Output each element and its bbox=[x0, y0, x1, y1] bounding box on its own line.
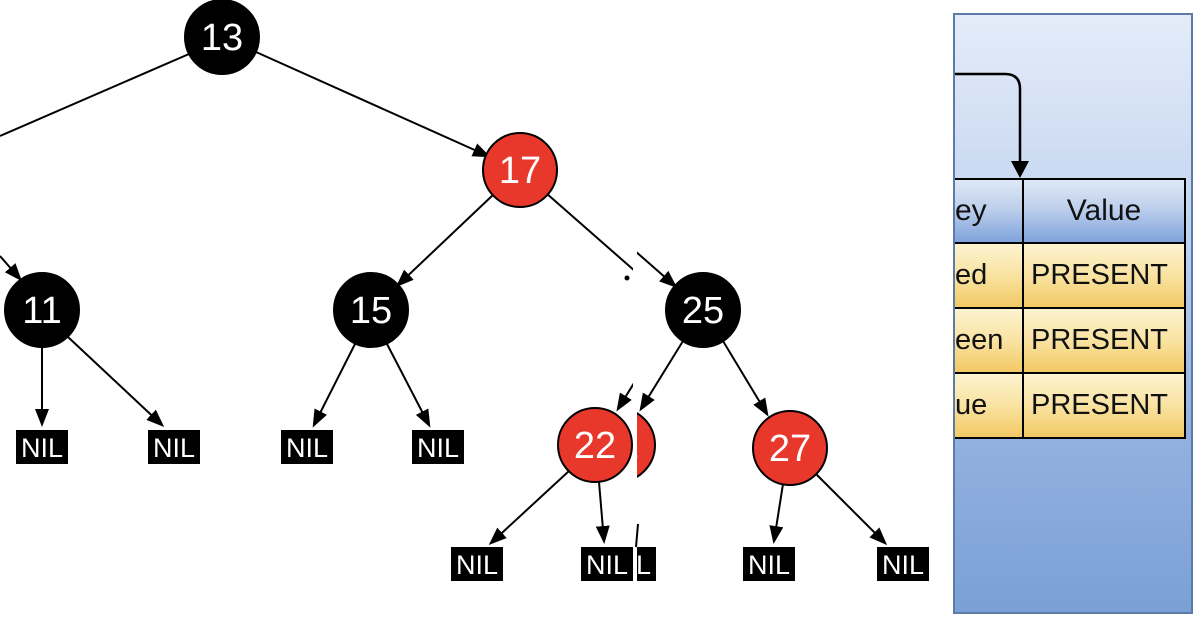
nil-22-r-label-dup: NIL bbox=[609, 550, 651, 580]
node-11-label: 11 bbox=[22, 290, 61, 332]
table-cell-key-red: ed bbox=[955, 242, 1022, 307]
red-black-tree-diagram: 13171115252227NILNILNILNILNILNILNILNIL13… bbox=[0, 0, 929, 581]
connector-arrowhead-icon bbox=[1011, 161, 1029, 178]
table-cell-key-blue: ue bbox=[955, 372, 1022, 437]
nil-27-l-dup bbox=[743, 547, 795, 581]
edge-offscreen-11 bbox=[0, 255, 22, 282]
hash-table-panel: ey Value ed PRESENT een PRESENT ue PRESE… bbox=[953, 13, 1193, 614]
nil-22-l bbox=[451, 547, 503, 581]
seam-artifact-line bbox=[635, 523, 639, 548]
edge-27-nil-r-dup bbox=[815, 473, 888, 546]
nil-11-l-label: NIL bbox=[21, 433, 63, 463]
edge-15-nil-r bbox=[386, 343, 431, 428]
node-15 bbox=[333, 272, 409, 348]
nil-15-l bbox=[281, 430, 333, 464]
edge-22-nil-l-dup bbox=[514, 471, 592, 543]
node-22 bbox=[557, 407, 633, 483]
nil-15-r-label: NIL bbox=[417, 433, 459, 463]
table-header-key: ey bbox=[955, 180, 1022, 242]
edge-25-22-dup bbox=[639, 340, 684, 412]
nil-15-r bbox=[412, 430, 464, 464]
table-cell-value-red: PRESENT bbox=[1022, 242, 1184, 307]
node-13-label: 13 bbox=[201, 17, 243, 59]
nil-22-r-label: NIL bbox=[586, 550, 628, 580]
edge-17-25-dup bbox=[637, 251, 678, 288]
node-17-label: 17 bbox=[499, 150, 541, 192]
edge-13-offscreen-left-dup bbox=[23, 54, 212, 136]
node-25-dup bbox=[665, 272, 741, 348]
edge-22-nil-r bbox=[595, 481, 610, 544]
nil-11-r-label: NIL bbox=[153, 433, 195, 463]
node-22-dup bbox=[637, 412, 656, 478]
edge-17-25 bbox=[545, 192, 633, 271]
nil-22-r bbox=[581, 547, 633, 581]
node-13 bbox=[184, 0, 260, 75]
seam-artifact-dot bbox=[624, 275, 630, 281]
edge-17-15 bbox=[395, 193, 495, 288]
table-cell-key-green: een bbox=[955, 307, 1022, 372]
nil-27-r-dup bbox=[877, 547, 929, 581]
node-25-label-dup: 25 bbox=[682, 290, 724, 332]
node-27-dup bbox=[752, 410, 828, 486]
edge-15-nil-l bbox=[312, 343, 356, 428]
edge-27-nil-l-dup bbox=[769, 483, 784, 544]
edge-11-nil-r bbox=[67, 336, 165, 428]
edge-13-17-dup bbox=[279, 52, 511, 156]
nil-15-l-label: NIL bbox=[286, 433, 328, 463]
edge-25-27 bbox=[700, 341, 744, 414]
nil-22-l-label: NIL bbox=[456, 550, 498, 580]
edge-22-nil-l bbox=[488, 470, 570, 546]
connector-path bbox=[955, 72, 1022, 163]
node-27-label-dup: 27 bbox=[769, 428, 811, 470]
nil-11-r bbox=[148, 430, 200, 464]
table-cell-value-green: PRESENT bbox=[1022, 307, 1184, 372]
nil-27-r-label-dup: NIL bbox=[882, 550, 924, 580]
tree-left-crop: 13171115252227NILNILNILNILNILNILNILNIL bbox=[0, 0, 760, 581]
nil-22-r-dup bbox=[637, 547, 656, 581]
nil-27-l-label-dup: NIL bbox=[748, 550, 790, 580]
edge-13-offscreen-left bbox=[0, 53, 190, 137]
edge-15-nil-l-dup bbox=[337, 344, 378, 425]
edge-25-22 bbox=[616, 382, 633, 412]
hash-table: ey Value ed PRESENT een PRESENT ue PRESE… bbox=[955, 178, 1186, 439]
edge-11-nil-r-dup bbox=[91, 337, 185, 425]
node-11 bbox=[4, 272, 80, 348]
edge-22-nil-r-dup bbox=[622, 482, 627, 541]
edge-13-17 bbox=[255, 51, 491, 158]
node-15-label: 15 bbox=[350, 290, 392, 332]
edge-15-nil-r-dup bbox=[410, 344, 452, 425]
table-cell-value-blue: PRESENT bbox=[1022, 372, 1184, 437]
node-22-label-dup: 22 bbox=[597, 425, 639, 467]
nil-11-l bbox=[16, 430, 68, 464]
edge-27-nil-l bbox=[751, 484, 760, 541]
node-22-label: 22 bbox=[574, 425, 616, 467]
edge-25-27-dup bbox=[722, 340, 769, 417]
connector-arrow bbox=[955, 72, 1029, 178]
table-header-value: Value bbox=[1022, 180, 1184, 242]
tree-right-crop: 13171115252227NILNILNILNILNILNILNILNIL bbox=[23, 52, 929, 581]
edge-17-15-dup bbox=[421, 194, 517, 285]
node-17 bbox=[482, 132, 558, 208]
